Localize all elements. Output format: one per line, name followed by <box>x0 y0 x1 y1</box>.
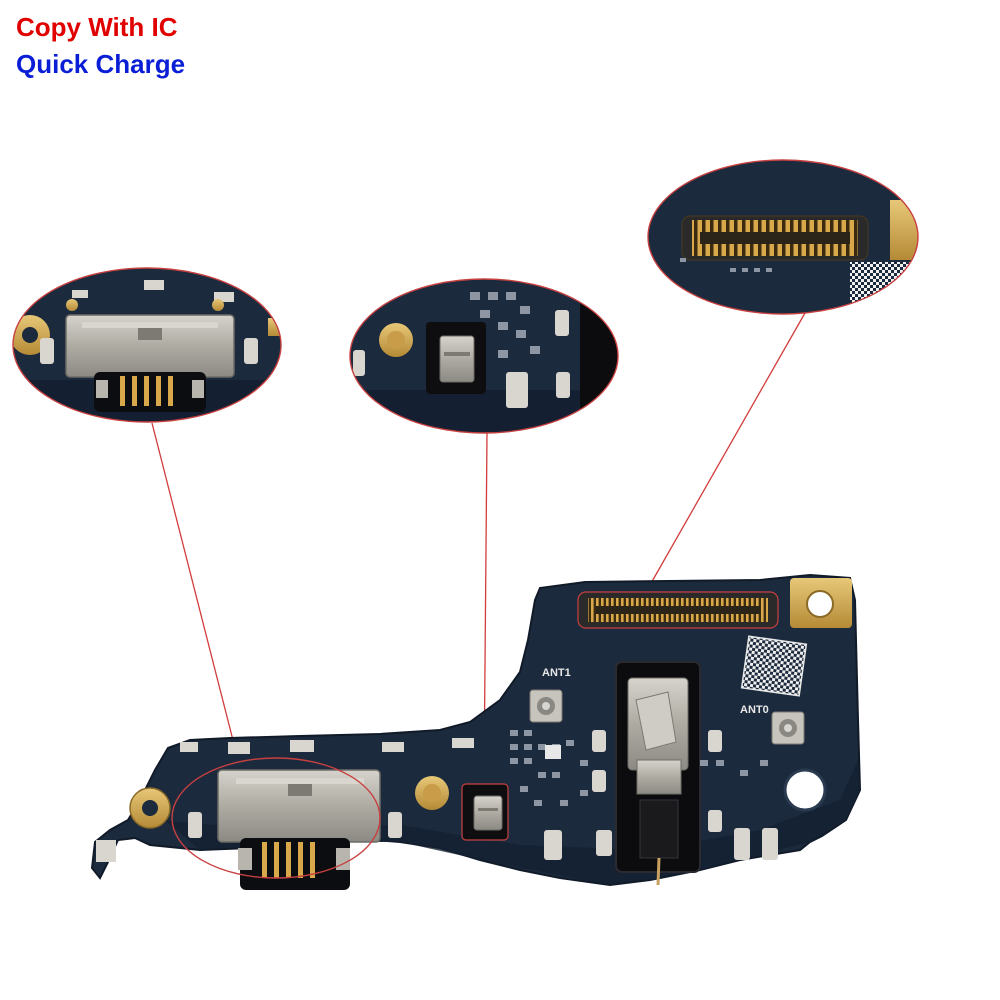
mounting-hole-top-right <box>790 578 852 628</box>
callout-frame-mic <box>349 278 619 434</box>
callout-microphone <box>349 278 619 434</box>
silkscreen-ant0: ANT0 <box>740 704 769 716</box>
callout-frame-usb <box>12 267 282 423</box>
board-connector-icon <box>577 591 779 629</box>
leader-line-connector <box>649 312 806 586</box>
callout-usb-port <box>12 267 282 423</box>
pcb-board: ANT1 ANT0 <box>90 573 862 890</box>
headphone-jack-icon <box>615 661 701 886</box>
usb-c-port-icon <box>217 769 381 890</box>
qr-code-icon <box>740 635 808 697</box>
silkscreen-ant1: ANT1 <box>542 667 571 679</box>
microphone-icon <box>461 783 509 841</box>
caption-quick-charge: Quick Charge <box>16 49 186 79</box>
gold-pad-ring <box>415 776 449 810</box>
highlight-ring-usb <box>171 757 381 879</box>
mounting-hole-left <box>129 787 171 829</box>
antenna-connector-ant0 <box>771 711 805 745</box>
callout-frame-connector <box>647 159 919 315</box>
smd-components <box>96 730 778 862</box>
antenna-connector-ant1 <box>529 689 563 723</box>
leader-line-usb <box>151 422 237 753</box>
callout-board-connector <box>647 159 919 315</box>
mounting-hole-right <box>783 768 827 812</box>
caption-copy-with-ic: Copy With IC <box>16 12 178 42</box>
